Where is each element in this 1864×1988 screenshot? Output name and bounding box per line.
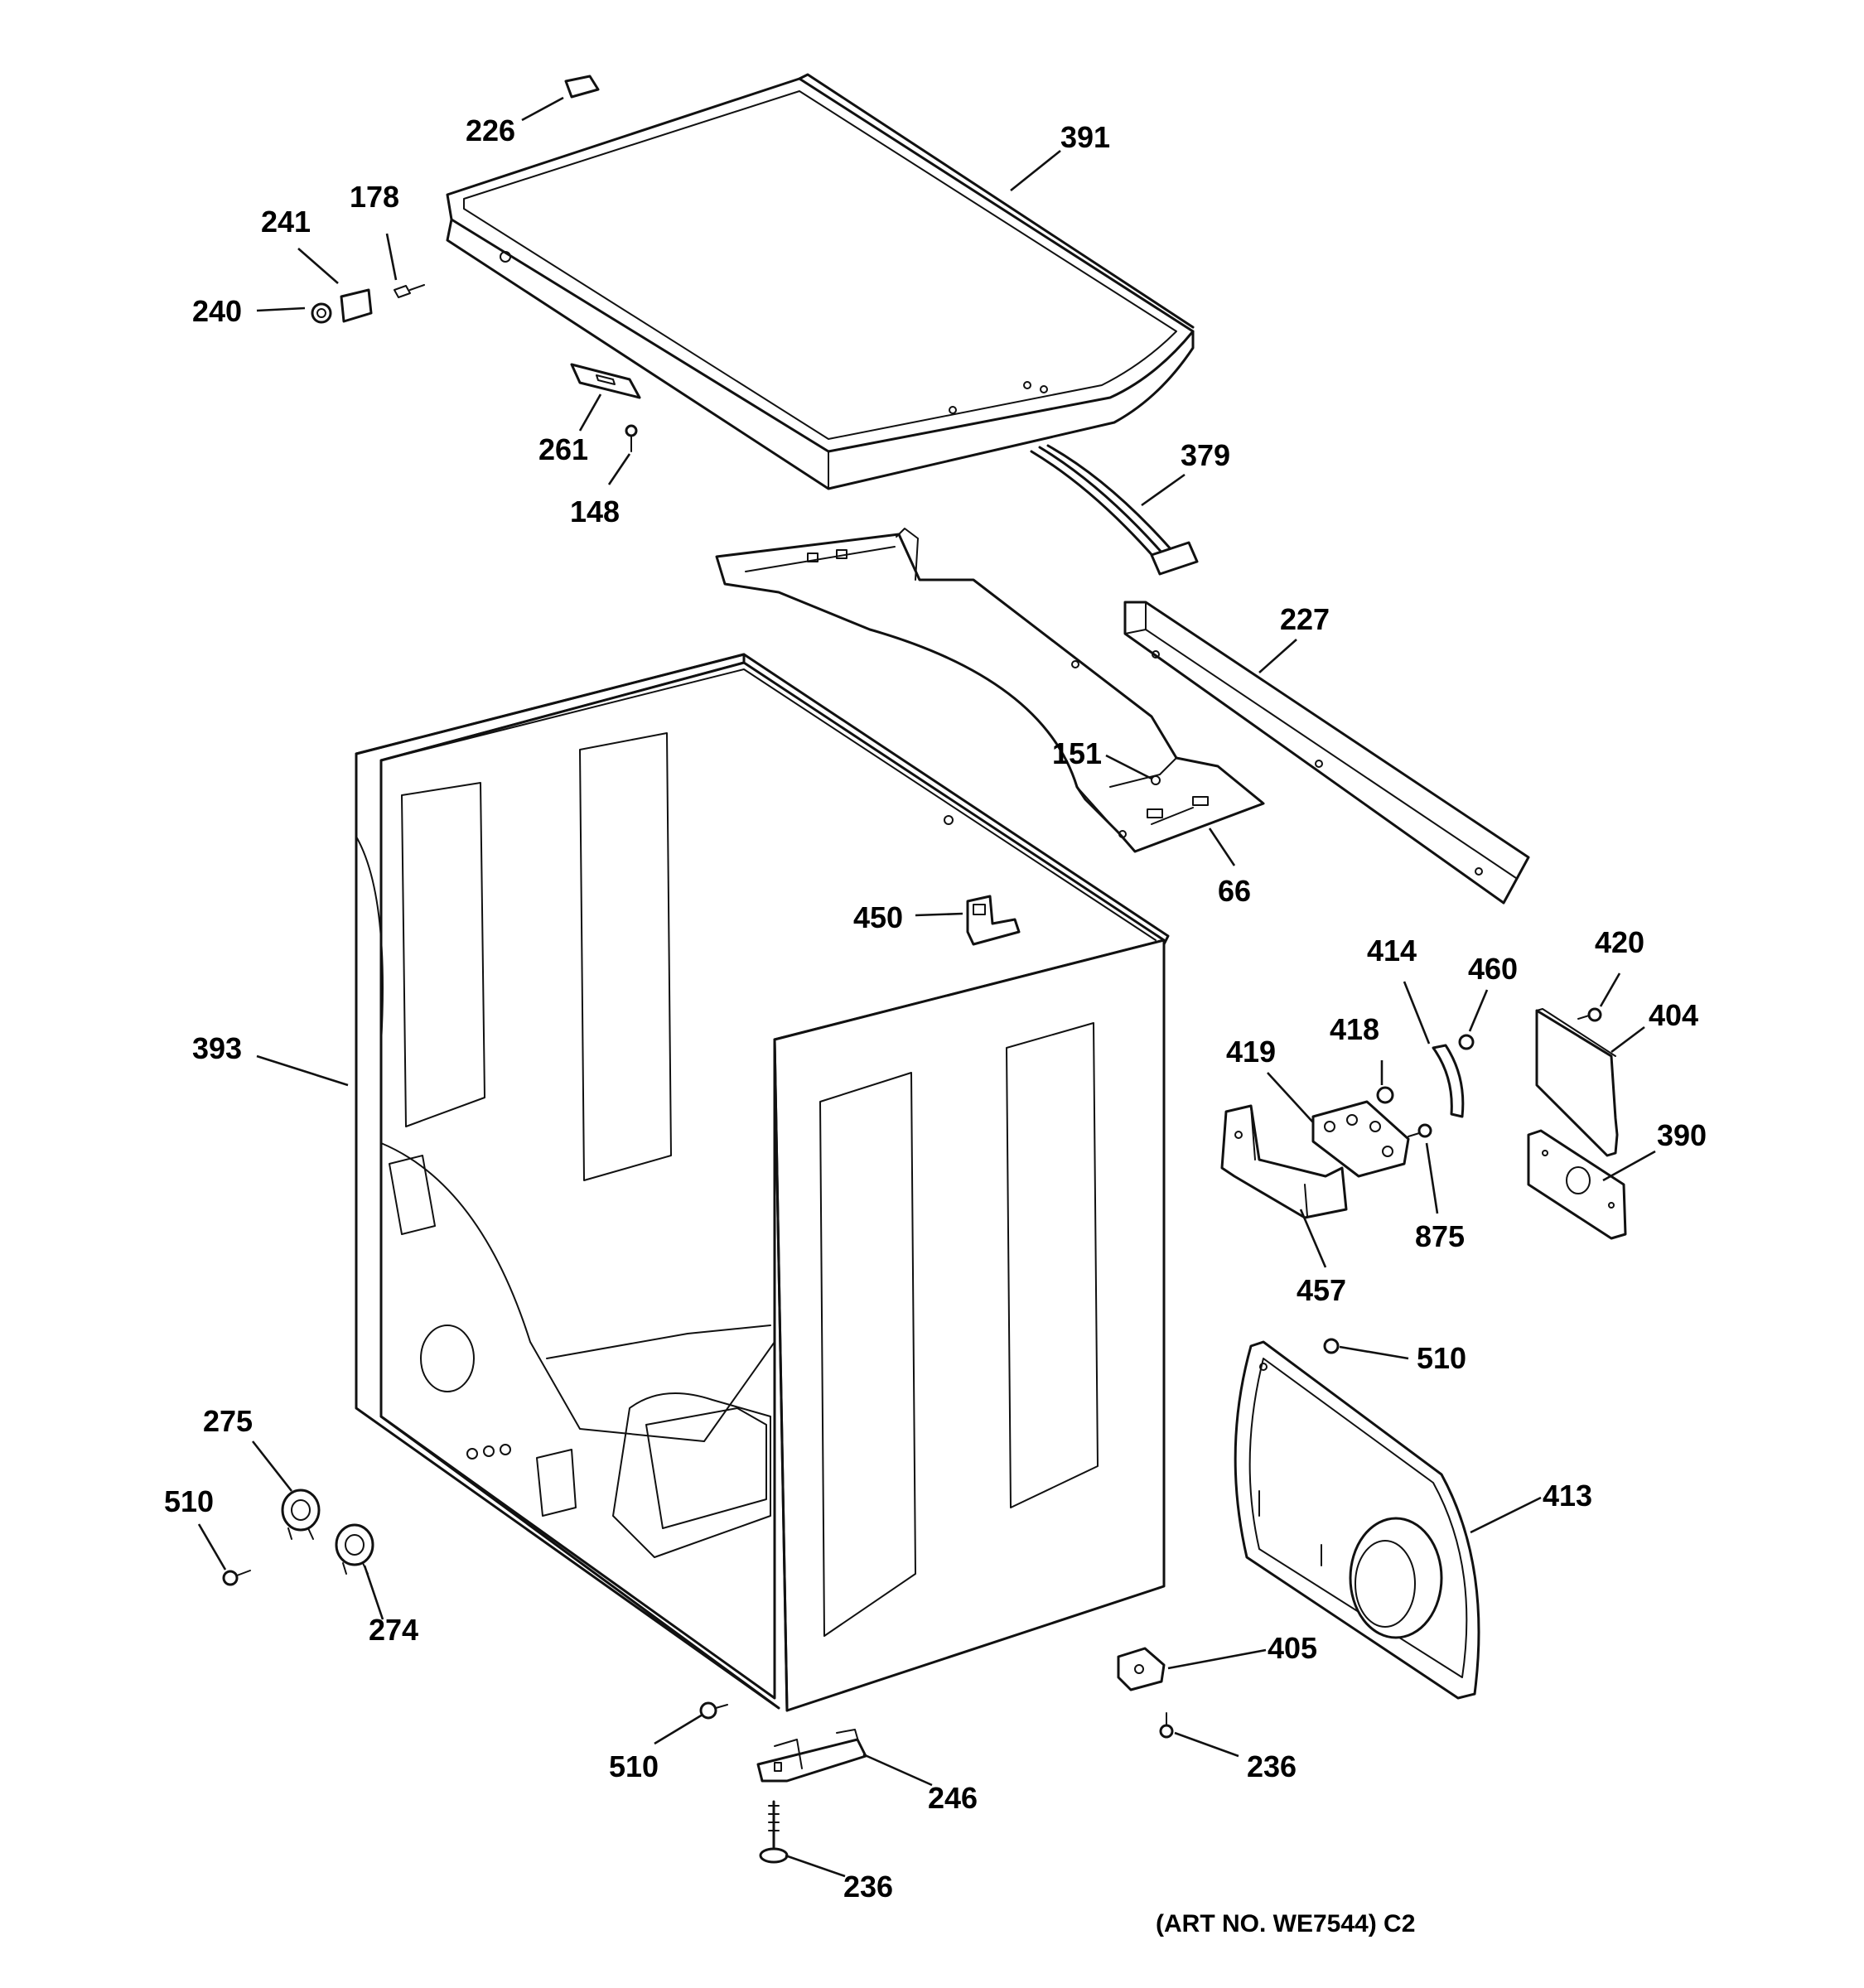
- art-number: (ART NO. WE7544) C2: [1156, 1910, 1415, 1937]
- fitting-part-275: [281, 1489, 321, 1540]
- callout-418: 418: [1330, 1012, 1379, 1046]
- callout-379: 379: [1181, 438, 1230, 472]
- callout-875: 875: [1415, 1219, 1465, 1253]
- callout-151: 151: [1052, 736, 1102, 770]
- callout-413: 413: [1543, 1479, 1592, 1513]
- wire-harness-part-379: [1030, 444, 1199, 576]
- cabinet-part-393: [355, 653, 1170, 1712]
- screw-part-510-left: [222, 1570, 251, 1586]
- small-parts-240-241-178: [311, 284, 425, 324]
- callout-404: 404: [1649, 998, 1698, 1032]
- callout-241: 241: [261, 205, 311, 239]
- screw-part-420: [1577, 1007, 1602, 1022]
- callout-510-upper: 510: [1417, 1341, 1466, 1375]
- rear-panel-part-413: [1234, 1340, 1480, 1700]
- callout-510-bottom: 510: [609, 1749, 659, 1783]
- callout-419: 419: [1226, 1035, 1276, 1069]
- screw-part-460: [1458, 1034, 1475, 1050]
- screw-part-510-upper: [1323, 1338, 1340, 1354]
- callout-460: 460: [1468, 952, 1518, 986]
- callout-414: 414: [1367, 934, 1417, 967]
- callout-450: 450: [853, 900, 903, 934]
- fitting-part-274: [335, 1523, 374, 1575]
- top-cover-part: [446, 73, 1195, 490]
- plate-part-261: [570, 363, 641, 399]
- screw-part-875: [1408, 1123, 1432, 1138]
- callout-391: 391: [1060, 120, 1110, 154]
- callout-261: 261: [538, 432, 588, 466]
- callout-66: 66: [1218, 874, 1251, 908]
- bracket-part-405: [1117, 1647, 1166, 1691]
- callout-420: 420: [1595, 925, 1644, 959]
- callout-246: 246: [928, 1781, 978, 1815]
- top-brace-part-66: [715, 528, 1265, 853]
- hinge-part-246: [756, 1729, 867, 1783]
- callout-405: 405: [1268, 1631, 1317, 1665]
- callout-236-upper: 236: [1247, 1749, 1297, 1783]
- bracket-part-450: [966, 895, 1021, 946]
- screw-part-148: [625, 424, 638, 452]
- callout-393: 393: [192, 1031, 242, 1065]
- callout-labels: 226 391 178 241 240 261 148 379 227 151 …: [164, 113, 1707, 1937]
- callout-275: 275: [203, 1404, 253, 1438]
- screw-part-236-upper: [1159, 1712, 1174, 1739]
- clip-part-226: [564, 75, 600, 99]
- strap-part-414: [1432, 1044, 1465, 1118]
- cover-plate-part-404: [1535, 1008, 1619, 1157]
- plate-part-390: [1527, 1129, 1627, 1240]
- callout-148: 148: [570, 495, 620, 528]
- rail-part-227: [1123, 601, 1530, 905]
- callout-226: 226: [466, 113, 515, 147]
- callout-227: 227: [1280, 602, 1330, 636]
- callout-390: 390: [1657, 1118, 1707, 1152]
- callout-457: 457: [1297, 1273, 1346, 1307]
- terminal-block-part-418: [1311, 1086, 1410, 1178]
- callout-274: 274: [369, 1613, 418, 1647]
- callout-178: 178: [350, 180, 399, 214]
- callout-240: 240: [192, 294, 242, 328]
- leader-lines: [197, 96, 1656, 1878]
- callout-510-left: 510: [164, 1484, 214, 1518]
- callout-236-lower: 236: [843, 1870, 893, 1904]
- terminal-bracket-part-419-457: [1220, 1104, 1348, 1219]
- leveling-leg-part-236: [759, 1800, 789, 1864]
- screw-part-510-bottom: [699, 1701, 728, 1720]
